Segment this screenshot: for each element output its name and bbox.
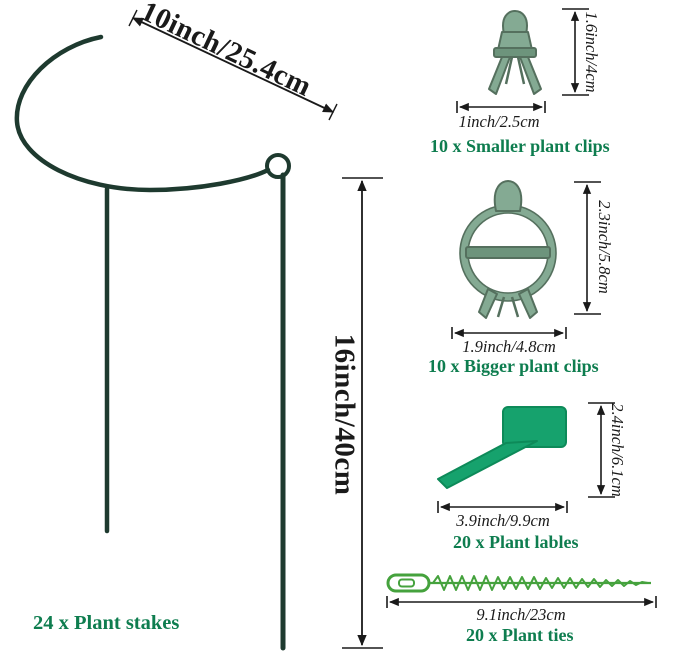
bigger-clip-height-label: 2.3inch/5.8cm <box>595 200 614 294</box>
plant-label-width-label: 3.9inch/9.9cm <box>456 511 550 530</box>
bigger-clip-width-dimension-line <box>451 327 567 339</box>
plant-tie-width-label: 9.1inch/23cm <box>476 605 566 624</box>
smaller-clip-height-label: 1.6inch/4cm <box>582 11 601 93</box>
smaller-clip-width-dimension-line <box>456 101 546 113</box>
plant-label-height-label: 2.4inch/6.1cm <box>608 403 627 497</box>
smaller-clip-width-label: 1inch/2.5cm <box>458 112 540 131</box>
plant-tie-width-dimension-line <box>386 596 657 608</box>
stake-eyelet-loop <box>265 153 291 179</box>
plant-tie-count-label: 20 x Plant ties <box>466 625 574 645</box>
smaller-clip-count-label: 10 x Smaller plant clips <box>430 136 610 156</box>
bigger-plant-clip-graphic <box>459 180 557 319</box>
bigger-clip-height-dimension-line <box>574 181 601 315</box>
bigger-clip-width-label: 1.9inch/4.8cm <box>462 337 556 356</box>
plant-label-count-label: 20 x Plant lables <box>453 532 579 552</box>
plant-label-height-dimension-line <box>588 402 615 498</box>
plant-stake-graphic <box>14 34 291 651</box>
smaller-clip-height-dimension-line <box>562 8 589 96</box>
stake-height-dimension-label: 16inch/40cm <box>328 333 361 496</box>
plant-label-graphic <box>437 406 567 489</box>
plant-tie-graphic <box>386 573 651 593</box>
bigger-clip-count-label: 10 x Bigger plant clips <box>428 356 599 376</box>
plant-label-width-dimension-line <box>437 501 568 513</box>
stake-count-label: 24 x Plant stakes <box>33 612 180 634</box>
stake-height-dimension-line <box>342 177 383 649</box>
stake-width-dimension-line <box>128 9 338 121</box>
smaller-plant-clip-graphic <box>488 10 542 95</box>
